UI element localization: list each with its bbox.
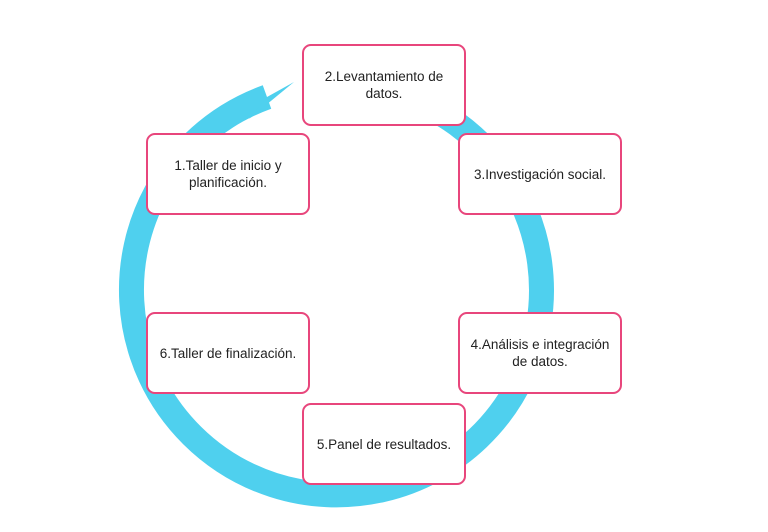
cycle-arrowhead [249,82,294,119]
step-4-analisis-box: 4.Análisis e integración de datos. [458,312,622,394]
step-5-label: 5.Panel de resultados. [316,436,452,452]
step-6-finalizacion-box: 6.Taller de finalización. [146,312,310,394]
step-1-label: 1.Taller de inicio y planificación. [174,158,282,190]
step-3-label: 3.Investigación social. [473,166,607,182]
step-2-levantamiento-box: 2.Levantamiento de datos. [302,44,466,126]
step-4-label: 4.Análisis e integración de datos. [470,337,610,369]
step-1-inicio-box: 1.Taller de inicio y planificación. [146,133,310,215]
step-5-panel-box: 5.Panel de resultados. [302,403,466,485]
step-2-label: 2.Levantamiento de datos. [324,69,444,101]
step-6-label: 6.Taller de finalización. [159,345,297,361]
step-3-investigacion-box: 3.Investigación social. [458,133,622,215]
